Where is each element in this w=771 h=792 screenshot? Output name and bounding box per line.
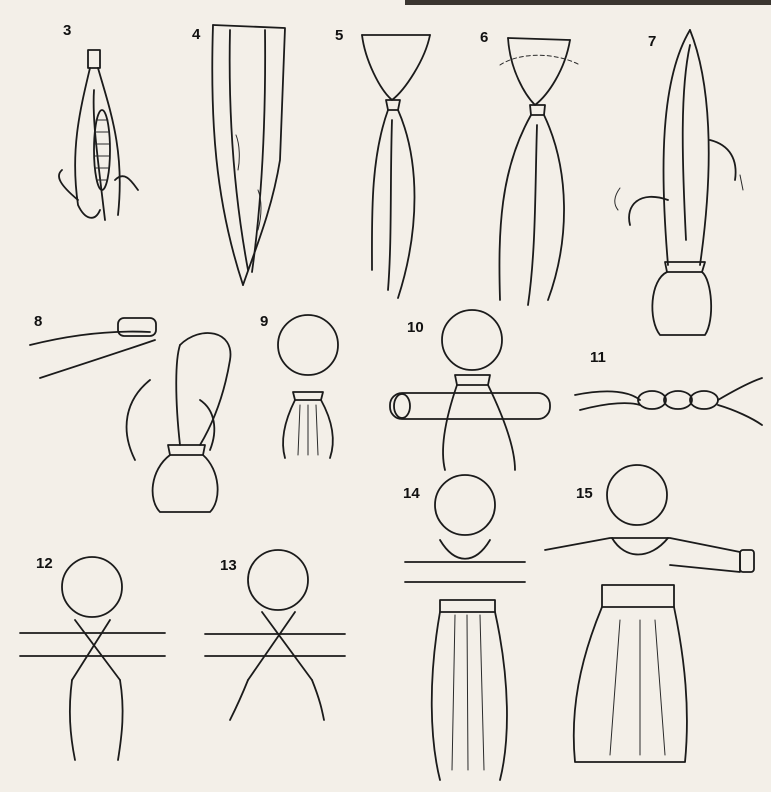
step-9-doll-head: [278, 315, 338, 458]
step-14-number: 14: [403, 485, 420, 502]
step-9-number: 9: [260, 313, 268, 330]
step-3-number: 3: [63, 22, 71, 39]
step-11-number: 11: [590, 349, 606, 366]
step-3-corn-cob: [59, 50, 138, 220]
step-4-folded-husk: [212, 25, 285, 285]
step-4-number: 4: [192, 26, 201, 43]
step-14-doll-with-waist: [405, 475, 525, 780]
step-12-number: 12: [36, 555, 53, 572]
step-8-number: 8: [34, 313, 42, 330]
step-5-tied-husk: [362, 35, 430, 298]
step-8-rolled-husk-and-body: [30, 318, 230, 512]
step-7-number: 7: [648, 33, 656, 50]
step-15-number: 15: [576, 485, 593, 502]
step-12-crossed-husks: [20, 557, 165, 760]
step-13-number: 13: [220, 557, 237, 574]
corner-photo-strip: [405, 0, 771, 5]
step-10-number: 10: [407, 319, 424, 336]
step-15-finished-doll: [545, 465, 754, 762]
step-13-crossed-husks-tied: [205, 550, 345, 720]
step-6-number: 6: [480, 29, 488, 46]
step-11-braid: [575, 378, 762, 425]
step-5-number: 5: [335, 27, 343, 44]
step-6-head-fold: [499, 38, 580, 305]
step-7-husks-folded-down: [615, 30, 743, 335]
